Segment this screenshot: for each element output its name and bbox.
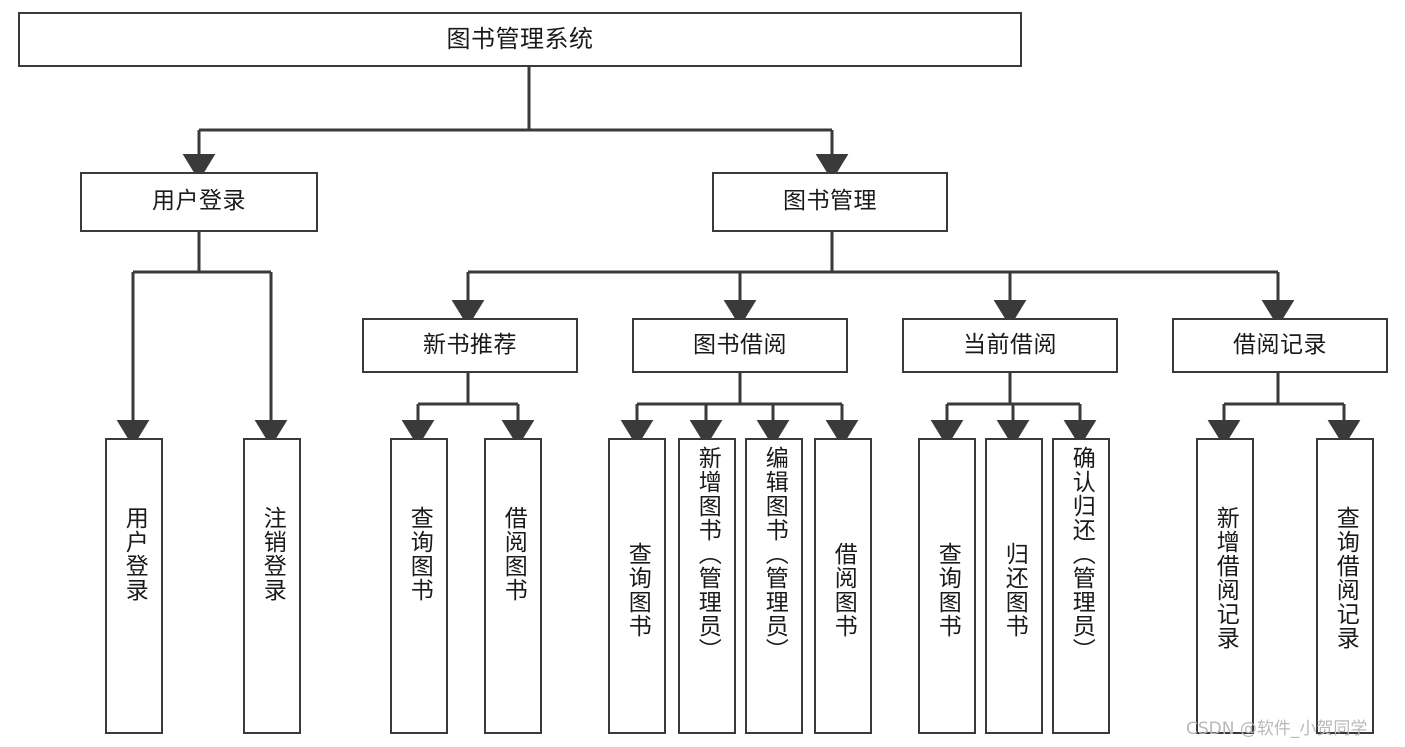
node-label: 新增借阅记录 <box>1212 506 1239 650</box>
node-label: 查询借阅记录 <box>1332 506 1359 650</box>
node-new-book-recommend[interactable]: 新书推荐 <box>362 318 578 373</box>
node-root-book-management-system[interactable]: 图书管理系统 <box>18 12 1022 67</box>
node-leaf-confirm-return[interactable]: 确认归还（管理员） <box>1052 438 1110 734</box>
node-user-login[interactable]: 用户登录 <box>80 172 318 232</box>
node-leaf-query-borrow-record[interactable]: 查询借阅记录 <box>1316 438 1374 734</box>
node-leaf-borrow-book-recommend[interactable]: 借阅图书 <box>484 438 542 734</box>
node-label: 借阅图书 <box>500 506 527 602</box>
node-current-borrow[interactable]: 当前借阅 <box>902 318 1118 373</box>
node-label: 确认归还（管理员） <box>1068 446 1095 662</box>
node-label: 图书管理 <box>783 188 877 215</box>
node-leaf-user-login[interactable]: 用户登录 <box>105 438 163 734</box>
node-leaf-user-logout[interactable]: 注销登录 <box>243 438 301 734</box>
node-leaf-return-book[interactable]: 归还图书 <box>985 438 1043 734</box>
node-label: 图书借阅 <box>693 331 787 358</box>
node-leaf-query-book-current[interactable]: 查询图书 <box>918 438 976 734</box>
node-leaf-add-book[interactable]: 新增图书（管理员） <box>678 438 736 734</box>
node-label: 查询图书 <box>624 542 651 638</box>
node-leaf-borrow-book[interactable]: 借阅图书 <box>814 438 872 734</box>
node-leaf-add-borrow-record[interactable]: 新增借阅记录 <box>1196 438 1254 734</box>
node-label: 新书推荐 <box>423 331 517 358</box>
node-label: 图书管理系统 <box>446 25 594 54</box>
node-leaf-query-book-borrow[interactable]: 查询图书 <box>608 438 666 734</box>
csdn-watermark: CSDN @软件_小贺同学 <box>1186 719 1368 739</box>
node-book-management[interactable]: 图书管理 <box>712 172 948 232</box>
node-label: 借阅图书 <box>830 542 857 638</box>
node-leaf-query-book-recommend[interactable]: 查询图书 <box>390 438 448 734</box>
node-leaf-edit-book[interactable]: 编辑图书（管理员） <box>745 438 803 734</box>
node-label: 新增图书（管理员） <box>694 446 721 662</box>
node-borrow-record[interactable]: 借阅记录 <box>1172 318 1388 373</box>
node-book-borrow[interactable]: 图书借阅 <box>632 318 848 373</box>
node-label: 注销登录 <box>259 506 286 602</box>
node-label: 用户登录 <box>121 506 148 602</box>
node-label: 用户登录 <box>152 188 246 215</box>
node-label: 当前借阅 <box>963 331 1057 358</box>
node-label: 查询图书 <box>934 542 961 638</box>
node-label: 查询图书 <box>406 506 433 602</box>
node-label: 借阅记录 <box>1233 331 1327 358</box>
node-label: 编辑图书（管理员） <box>761 446 788 662</box>
node-label: 归还图书 <box>1001 542 1028 638</box>
